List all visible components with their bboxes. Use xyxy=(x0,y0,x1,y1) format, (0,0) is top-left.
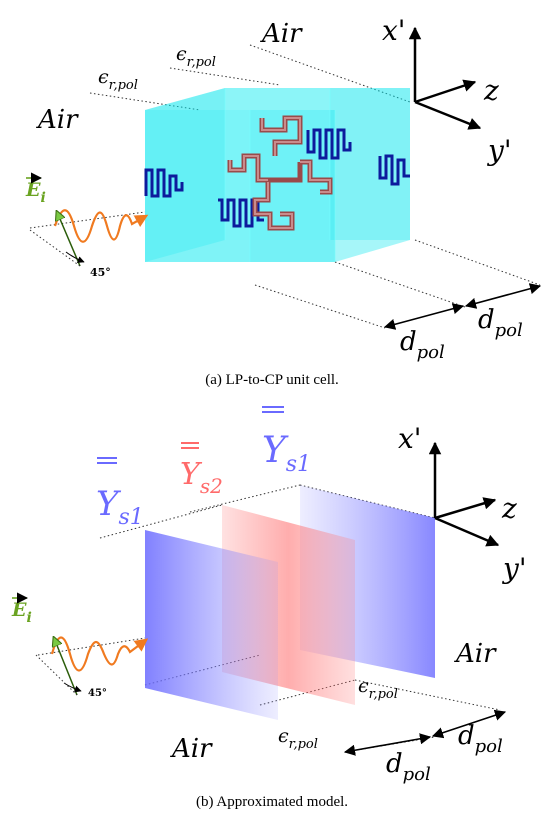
field-label-a: Ei xyxy=(25,179,46,206)
air-label-left-a: Air xyxy=(36,105,79,135)
axis-z-label-b: z xyxy=(501,492,517,525)
incident-wave-a xyxy=(29,210,149,267)
axis-x-label-a: x' xyxy=(382,14,406,47)
ys2-label: Ys2 xyxy=(180,442,223,498)
figure-b: Ei 45° Ys1 Ys2 Ys1 ϵr,pol ϵr,pol Air Air xyxy=(11,406,527,810)
eps-label-1-b: ϵr,pol xyxy=(278,725,318,752)
ys1-label-left: Ys1 xyxy=(96,457,144,530)
field-label-b: Ei xyxy=(11,599,32,626)
air-label-right-b: Air xyxy=(454,639,497,669)
dielectric-cube xyxy=(145,88,410,262)
air-label-bottom-b: Air xyxy=(170,734,213,764)
svg-text:Ys1: Ys1 xyxy=(96,484,144,530)
axis-z-label-a: z xyxy=(483,74,499,107)
meander-left xyxy=(144,168,184,198)
ys1-label-right: Ys1 xyxy=(262,406,311,477)
axes-b xyxy=(428,441,500,547)
angle-label-b: 45° xyxy=(88,688,107,699)
meander-right xyxy=(378,154,410,186)
dpol-label-2-a: dpol xyxy=(478,305,523,341)
dimension-arrow-1-a xyxy=(383,303,465,330)
svg-text:Ys1: Ys1 xyxy=(262,430,311,477)
meander-cross-highlight xyxy=(229,117,331,229)
dimension-arrow-2-a xyxy=(464,283,542,309)
eps-label-2-a: ϵr,pol xyxy=(176,43,216,70)
caption-a: (a) LP-to-CP unit cell. xyxy=(205,372,339,388)
eps-label-2-b: ϵr,pol xyxy=(358,675,398,702)
eps-label-1-a: ϵr,pol xyxy=(98,66,138,93)
dpol-label-2-b: dpol xyxy=(458,721,503,757)
axes-a xyxy=(408,26,482,130)
axis-x-label-b: x' xyxy=(398,422,422,455)
axis-y-label-b: y' xyxy=(501,552,527,585)
dpol-label-1-a: dpol xyxy=(400,327,445,363)
air-label-top-a: Air xyxy=(260,19,303,49)
dpol-label-1-b: dpol xyxy=(386,749,431,785)
figure-a: Ei 45° Air Air ϵr,pol ϵr,pol x' z y' dpo… xyxy=(25,14,542,388)
axis-y-label-a: y' xyxy=(486,134,512,167)
dimension-arrow-1-b xyxy=(343,733,432,756)
angle-label-a: 45° xyxy=(90,266,111,279)
svg-text:Ys2: Ys2 xyxy=(180,457,223,498)
meander-back xyxy=(306,128,352,160)
incident-wave-b xyxy=(35,638,149,696)
caption-b: (b) Approximated model. xyxy=(196,794,348,810)
sheet-ys1-front xyxy=(145,530,278,720)
dimension-arrow-2-b xyxy=(431,709,507,739)
